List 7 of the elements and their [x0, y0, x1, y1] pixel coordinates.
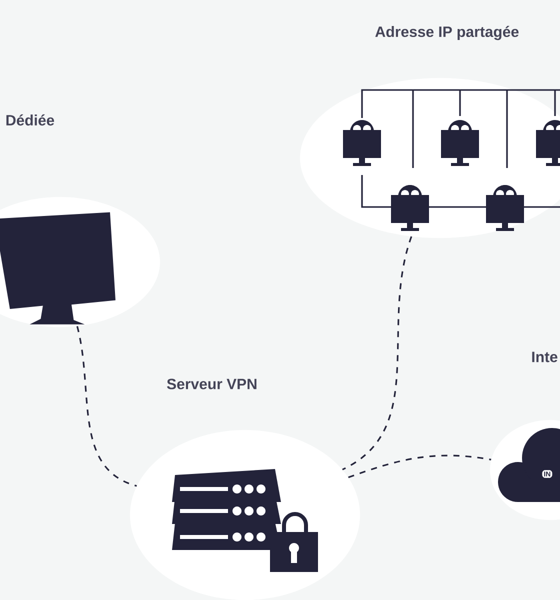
- heading: Serveur VPN: [167, 378, 256, 390]
- dashed-connector: [76, 326, 137, 487]
- heading: Inte: [532, 352, 558, 362]
- heading: Dédiée: [6, 114, 54, 126]
- heading: Adresse IP partagée: [375, 26, 519, 40]
- dashed-connector: [342, 236, 412, 470]
- dashed-connector: [348, 454, 492, 478]
